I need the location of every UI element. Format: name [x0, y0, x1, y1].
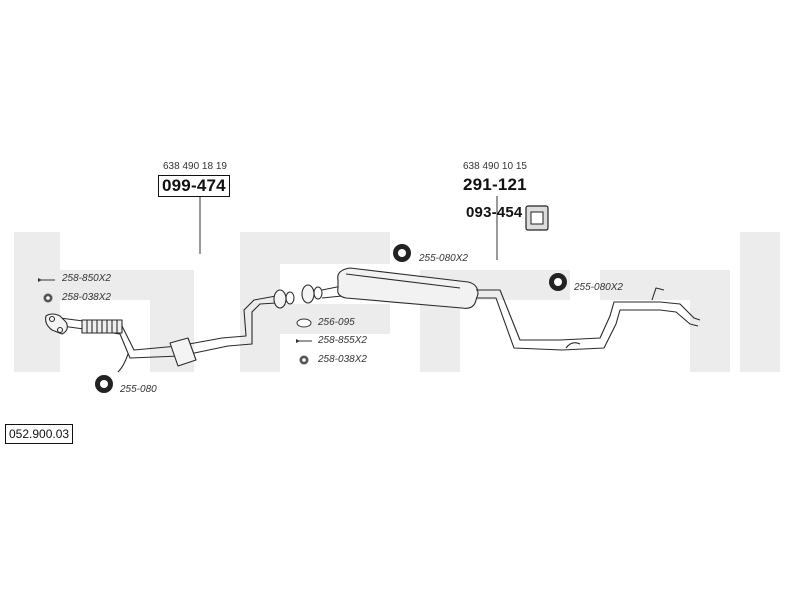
- nut-icon-left: [43, 293, 53, 303]
- exhaust-pipe: [45, 267, 701, 373]
- bolt-icon-left: [38, 278, 55, 282]
- rear-box-part-code[interactable]: 291-121: [463, 175, 527, 194]
- front-pipe-oe-number: 638 490 18 19: [163, 161, 227, 172]
- bolt-left-label: 258-850X2: [62, 273, 111, 284]
- front-pipe-part-code[interactable]: 099-474: [158, 175, 230, 197]
- bolt-icon-mid: [296, 339, 312, 343]
- document-number: 052.900.03: [5, 424, 74, 444]
- hanger-part-code[interactable]: 093-454: [466, 204, 523, 221]
- bolt-mid-label: 258-855X2: [318, 335, 367, 346]
- nut-left-label: 258-038X2: [62, 292, 111, 303]
- clamp-bottom-label: 255-080: [120, 384, 157, 395]
- nut-icon-mid: [299, 355, 309, 365]
- nut-mid-label: 258-038X2: [318, 354, 367, 365]
- hanger-bracket-icon: [525, 205, 549, 231]
- gasket-icon: [296, 318, 312, 328]
- rear-box-oe-number: 638 490 10 15: [463, 161, 527, 172]
- clamp-icon-right: [549, 273, 567, 291]
- gasket-label: 256-095: [318, 317, 355, 328]
- clamp-mid-label: 255-080X2: [419, 253, 468, 264]
- clamp-right-label: 255-080X2: [574, 282, 623, 293]
- watermark-logo: [14, 232, 780, 372]
- clamp-icon-mid: [393, 244, 411, 262]
- clamp-icon-bottom: [95, 375, 113, 393]
